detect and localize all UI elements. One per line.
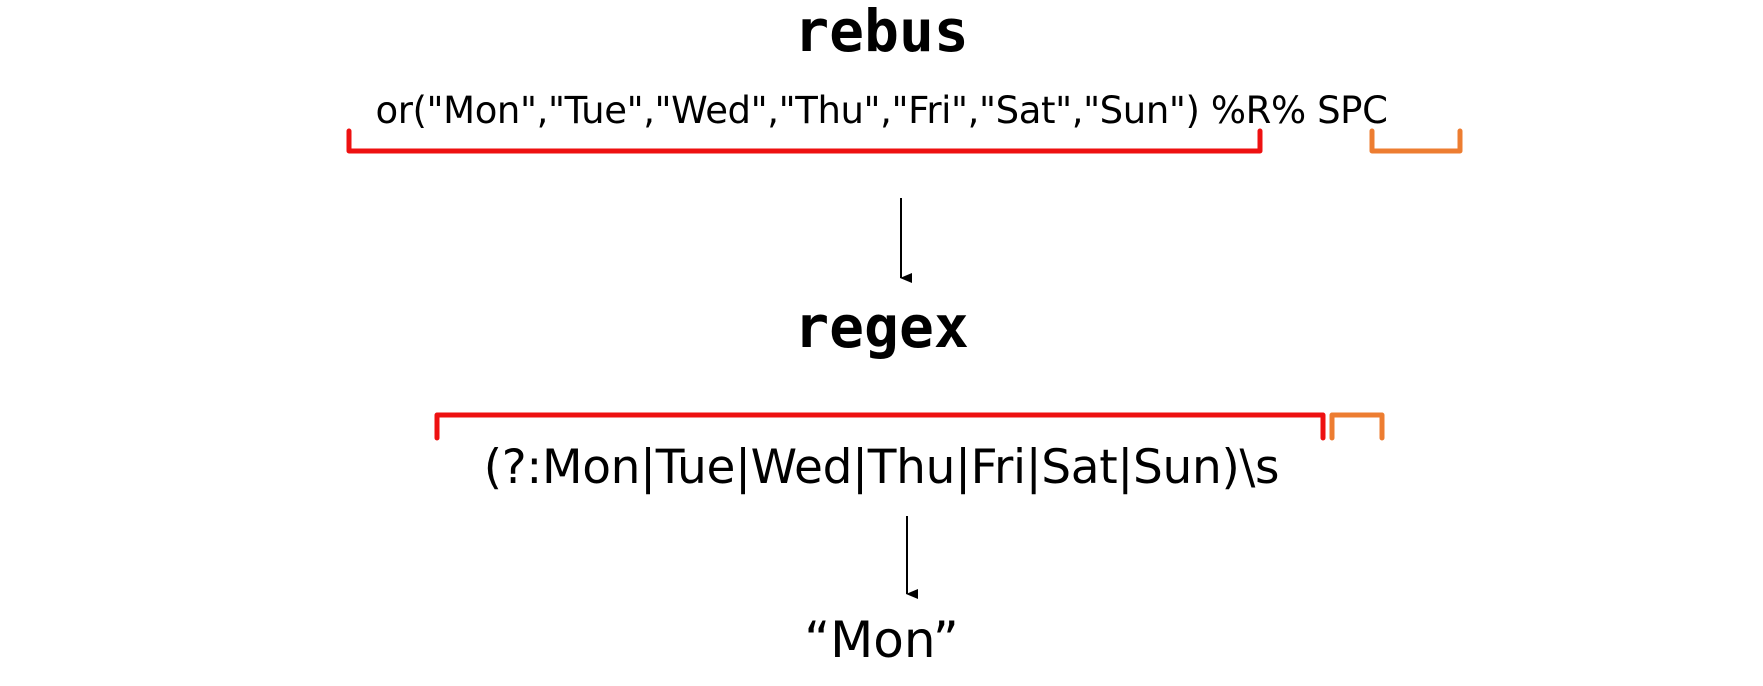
- regex-space-bracket: [1329, 412, 1385, 441]
- match-result: “Mon”: [804, 611, 959, 669]
- rebus-title: rebus: [794, 0, 969, 65]
- regex-title: regex: [794, 293, 969, 361]
- regex-group-bracket: [434, 412, 1326, 441]
- rebus-expression: or("Mon","Tue","Wed","Thu","Fri","Sat","…: [375, 89, 1388, 132]
- rebus-space-bracket: [1369, 128, 1463, 154]
- rebus-group-bracket: [346, 128, 1263, 154]
- regex-expression: (?:Mon|Tue|Wed|Thu|Fri|Sat|Sun)\s: [483, 440, 1280, 495]
